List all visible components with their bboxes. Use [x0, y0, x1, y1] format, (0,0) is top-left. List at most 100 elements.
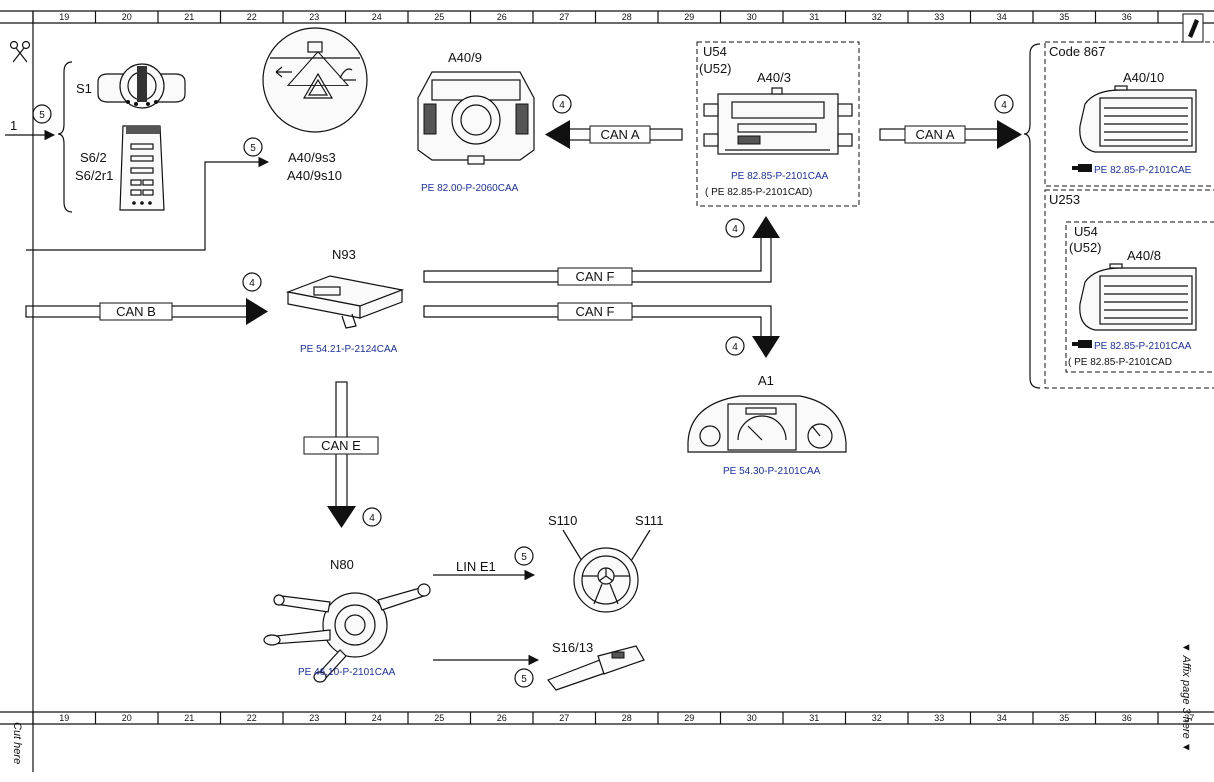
ruler-number: 28 [622, 12, 632, 22]
s110-label: S110 [548, 513, 577, 528]
s1-label: S1 [76, 81, 92, 96]
n80-pe-ref: PE 46.10-P-2101CAA [298, 667, 396, 678]
svg-text:5: 5 [521, 552, 527, 563]
ruler-number: 23 [309, 12, 319, 22]
u54-inner-dashed-box [1065, 221, 1214, 373]
ruler-number: 30 [747, 12, 757, 22]
n80-steering-column-module [263, 583, 431, 683]
u54-inner-label: U54 [1074, 224, 1098, 239]
ruler-number: 33 [934, 12, 944, 22]
s16-13-label: S16/13 [552, 640, 593, 655]
a40-8-display [1079, 263, 1197, 331]
ruler-number: 22 [247, 12, 257, 22]
svg-text:4: 4 [1001, 100, 1007, 111]
a40-10-pe-ref: PE 82.85-P-2101CAE [1094, 165, 1192, 176]
can-a-bus-right: CAN A [879, 120, 1022, 149]
ruler-number: 34 [997, 12, 1007, 22]
ruler-number: 19 [59, 713, 69, 723]
a1-instrument-cluster [687, 395, 847, 453]
svg-text:4: 4 [732, 224, 738, 235]
svg-text:4: 4 [732, 342, 738, 353]
a40-10-display [1079, 85, 1197, 153]
a1-pe-ref: PE 54.30-P-2101CAA [723, 466, 821, 477]
cut-here-label: Cut here [11, 722, 23, 764]
ruler-number: 33 [934, 713, 944, 723]
a1-label: A1 [758, 373, 774, 388]
svg-text:CAN E: CAN E [321, 438, 361, 453]
ruler-number: 21 [184, 713, 194, 723]
s1-light-switch [97, 63, 186, 109]
ruler-number: 32 [872, 713, 882, 723]
edge-marker-1: 1 [10, 118, 17, 133]
ruler-number: 37 [1184, 713, 1194, 723]
can-e-bus: CAN E [303, 381, 379, 528]
a40-10-label: A40/10 [1123, 70, 1164, 85]
a40-3-label: A40/3 [757, 70, 791, 85]
u52-label: (U52) [699, 61, 732, 76]
u54-dashed-box [696, 41, 860, 207]
ruler-number: 27 [559, 713, 569, 723]
s6-2r1-label: S6/2r1 [75, 168, 113, 183]
circle-4-can-f-upper: 4 [725, 218, 745, 238]
ruler-number: 24 [372, 713, 382, 723]
n93-gateway-module [285, 275, 405, 329]
ruler-number: 29 [684, 713, 694, 723]
circle-4-can-e: 4 [362, 507, 382, 527]
a40-9s3-label: A40/9s3 [288, 150, 336, 165]
ruler-number: 27 [559, 12, 569, 22]
circle-4-can-b: 4 [242, 272, 262, 292]
circle-4-can-a-left: 4 [552, 94, 572, 114]
s6-2-switch-panel [119, 125, 165, 211]
circle-5-left: 5 [32, 104, 52, 124]
svg-text:5: 5 [39, 110, 45, 121]
pointer-hand-icon-2 [1072, 340, 1092, 348]
svg-text:CAN A: CAN A [600, 127, 639, 142]
ruler-number: 28 [622, 713, 632, 723]
ruler-number: 22 [247, 713, 257, 723]
ruler-number: 32 [872, 12, 882, 22]
right-brace [1023, 43, 1041, 389]
ruler-number: 35 [1059, 713, 1069, 723]
a40-8-label: A40/8 [1127, 248, 1161, 263]
u52-inner-label: (U52) [1069, 240, 1102, 255]
n80-label: N80 [330, 557, 354, 572]
ruler-number: 20 [122, 713, 132, 723]
ruler-number: 20 [122, 12, 132, 22]
svg-text:4: 4 [559, 100, 565, 111]
can-f-bus-lower: CAN F [423, 302, 780, 358]
ruler-number: 31 [809, 12, 819, 22]
s16-13-key [547, 645, 645, 691]
s111-label: S111 [635, 513, 663, 528]
u253-label: U253 [1049, 192, 1080, 207]
ruler-number: 19 [59, 12, 69, 22]
ruler-number: 25 [434, 12, 444, 22]
u253-dashed-box [1044, 189, 1214, 389]
svg-text:5: 5 [250, 143, 256, 154]
circle-4-can-a-right: 4 [994, 94, 1014, 114]
svg-text:4: 4 [249, 278, 255, 289]
circle-5-a40-9s3: 5 [243, 137, 263, 157]
ruler-number: 29 [684, 12, 694, 22]
ruler-number: 30 [747, 713, 757, 723]
n93-label: N93 [332, 247, 356, 262]
scissors-icon [9, 40, 31, 63]
a40-9-label: A40/9 [448, 50, 482, 65]
ruler-number: 23 [309, 713, 319, 723]
ruler-number: 26 [497, 12, 507, 22]
svg-text:CAN A: CAN A [915, 127, 954, 142]
lin-e1-label: LIN E1 [456, 559, 496, 574]
u54-label: U54 [703, 44, 727, 59]
can-b-bus: CAN B [25, 298, 268, 325]
affix-page-label: ▼ Affix page 3 here ▼ [1180, 642, 1192, 753]
a40-8-pe-ref-2: ( PE 82.85-P-2101CAD [1068, 357, 1172, 368]
code-867-label: Code 867 [1049, 44, 1105, 59]
svg-text:CAN B: CAN B [116, 304, 156, 319]
can-a-bus-left: CAN A [545, 120, 683, 149]
pencil-icon [1182, 13, 1204, 43]
ruler-number: 31 [809, 713, 819, 723]
svg-text:CAN F: CAN F [576, 269, 615, 284]
steering-wheel [573, 547, 639, 613]
